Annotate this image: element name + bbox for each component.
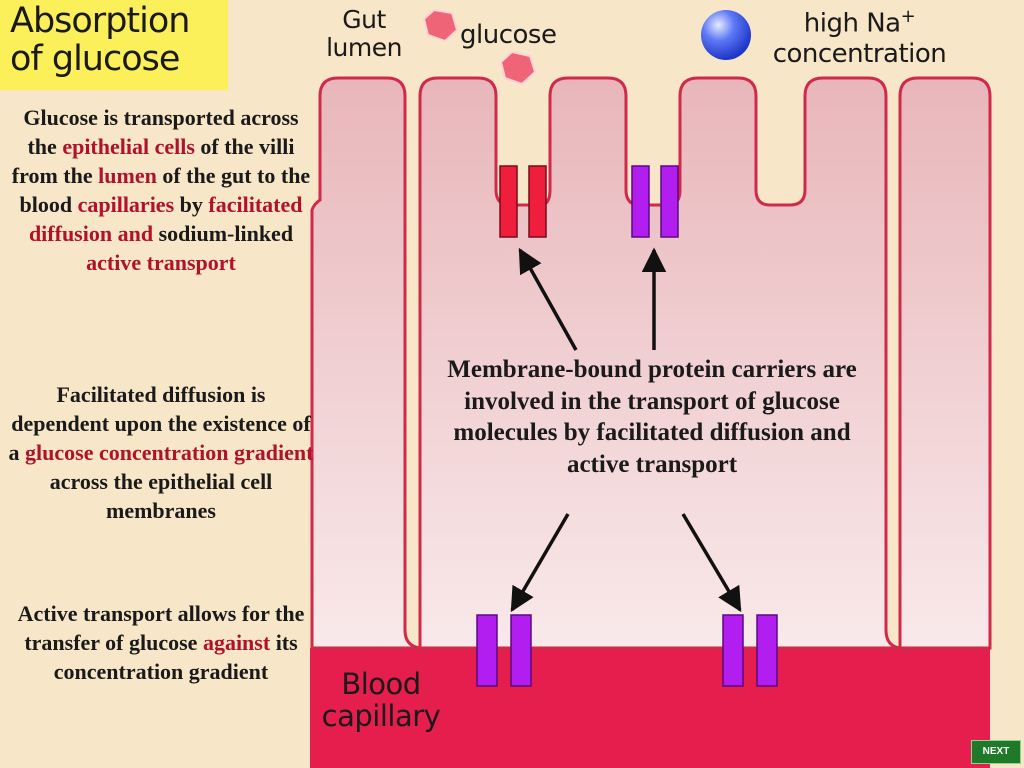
text: sodium-linked bbox=[153, 221, 294, 246]
gut-label: Gut bbox=[342, 5, 386, 34]
page-title: Absorption of glucose bbox=[10, 1, 190, 79]
lumen-label: lumen bbox=[326, 33, 402, 62]
blood-text: Blood bbox=[341, 667, 421, 701]
villus-cell bbox=[898, 76, 992, 650]
carrier-purple-apical bbox=[631, 165, 679, 238]
blood-capillary bbox=[310, 648, 990, 768]
text: by bbox=[174, 192, 209, 217]
text: its concentration gradient bbox=[53, 630, 298, 684]
highlight-text: epithelial cells bbox=[62, 134, 195, 159]
text: of the gut to the blood bbox=[19, 163, 311, 217]
paragraph-transport: Glucose is transported across the epithe… bbox=[8, 103, 314, 277]
highlight-text: capillaries bbox=[77, 192, 175, 217]
high-na-text: high Na bbox=[803, 8, 901, 39]
highlight-text: lumen bbox=[98, 163, 157, 188]
paragraph-active-transport: Active transport allows for the transfer… bbox=[8, 599, 314, 686]
villus-cell bbox=[310, 76, 421, 650]
highlight-text: facilitated diffusion and bbox=[28, 192, 303, 246]
carrier-description: Membrane-bound protein carriers are invo… bbox=[447, 356, 857, 478]
glucose-molecule bbox=[499, 50, 537, 86]
title-line-2: of glucose bbox=[10, 39, 180, 79]
paragraph-facilitated-diffusion: Facilitated diffusion is dependent upon … bbox=[8, 380, 314, 525]
glucose-molecule bbox=[422, 8, 459, 43]
carrier-purple-basal-right bbox=[722, 614, 778, 687]
na-charge: + bbox=[900, 6, 916, 27]
arrow-to-red-carrier bbox=[518, 247, 578, 351]
carrier-red-apical bbox=[499, 165, 547, 238]
text: Active transport allows for the transfer… bbox=[17, 601, 305, 655]
carrier-purple-basal-left bbox=[476, 614, 532, 687]
highlight-text: glucose concentration gradient bbox=[25, 440, 314, 465]
highlight-text: against bbox=[202, 630, 271, 655]
text: Glucose is transported across the bbox=[23, 105, 299, 159]
high-na-label: high Na+ concentration bbox=[752, 2, 967, 69]
title-highlight bbox=[0, 0, 228, 90]
text: Facilitated diffusion is dependent upon … bbox=[8, 382, 311, 465]
title-line-1: Absorption bbox=[10, 1, 190, 41]
high-na-line-1: high Na+ bbox=[752, 2, 967, 39]
sodium-ion bbox=[701, 10, 751, 60]
highlight-text: active transport bbox=[86, 250, 236, 275]
blood-capillary-label: Blood capillary bbox=[315, 668, 447, 732]
arrow-to-basal-right bbox=[681, 513, 742, 613]
next-button[interactable]: NEXT bbox=[971, 740, 1021, 764]
capillary-text: capillary bbox=[321, 699, 441, 733]
gut-lumen-label: Gut lumen bbox=[316, 6, 412, 62]
text: of the villi from the bbox=[11, 134, 295, 188]
text: across the epithelial cell membranes bbox=[49, 469, 273, 523]
glucose-label: glucose bbox=[460, 20, 557, 50]
arrow-to-basal-left bbox=[510, 513, 570, 613]
concentration-text: concentration bbox=[772, 38, 947, 69]
